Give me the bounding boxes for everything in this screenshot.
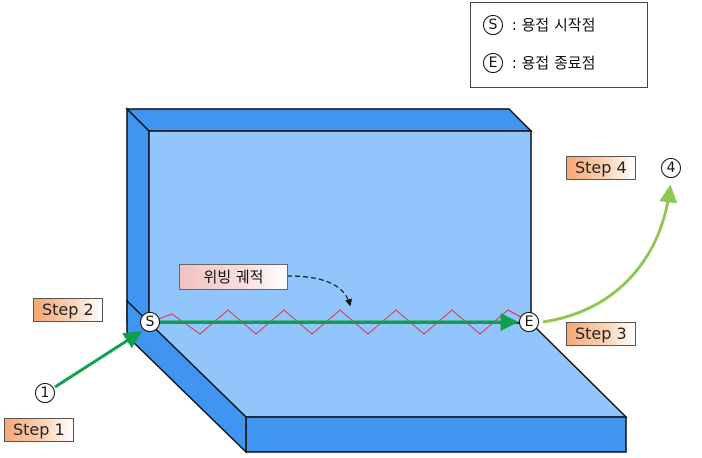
- step-2-label: Step 2: [33, 298, 103, 322]
- weaving-trajectory-label: 위빙 궤적: [179, 264, 288, 290]
- weaving-callout-arrow: [286, 275, 353, 307]
- legend-start-text: : 용접 시작점: [511, 16, 596, 34]
- horizontal-plate-side-edge: [126, 299, 247, 454]
- legend-box: S : 용접 시작점 E : 용접 종료점: [470, 2, 648, 88]
- step-4-label: Step 4: [566, 156, 636, 180]
- legend-start: S : 용접 시작점: [483, 13, 595, 37]
- end-symbol-icon: E: [483, 52, 503, 73]
- point-1-marker: 1: [35, 383, 55, 403]
- step-3-label: Step 3: [566, 322, 636, 346]
- legend-end: E : 용접 종료점: [483, 51, 595, 75]
- start-symbol-icon: S: [483, 14, 503, 35]
- legend-end-text: : 용접 종료점: [511, 54, 596, 72]
- retract-path: [542, 184, 678, 324]
- vertical-plate-face: [148, 130, 532, 324]
- weld-end-marker: E: [519, 312, 539, 332]
- weld-start-marker: S: [140, 312, 160, 332]
- approach-path: [54, 331, 143, 389]
- step-1-label: Step 1: [4, 418, 74, 442]
- point-4-marker: 4: [661, 158, 681, 178]
- vertical-plate-left-edge: [126, 107, 150, 325]
- horizontal-plate-front-edge: [245, 416, 627, 453]
- weaving-trajectory: [149, 309, 531, 335]
- vertical-plate-top-edge: [125, 108, 533, 132]
